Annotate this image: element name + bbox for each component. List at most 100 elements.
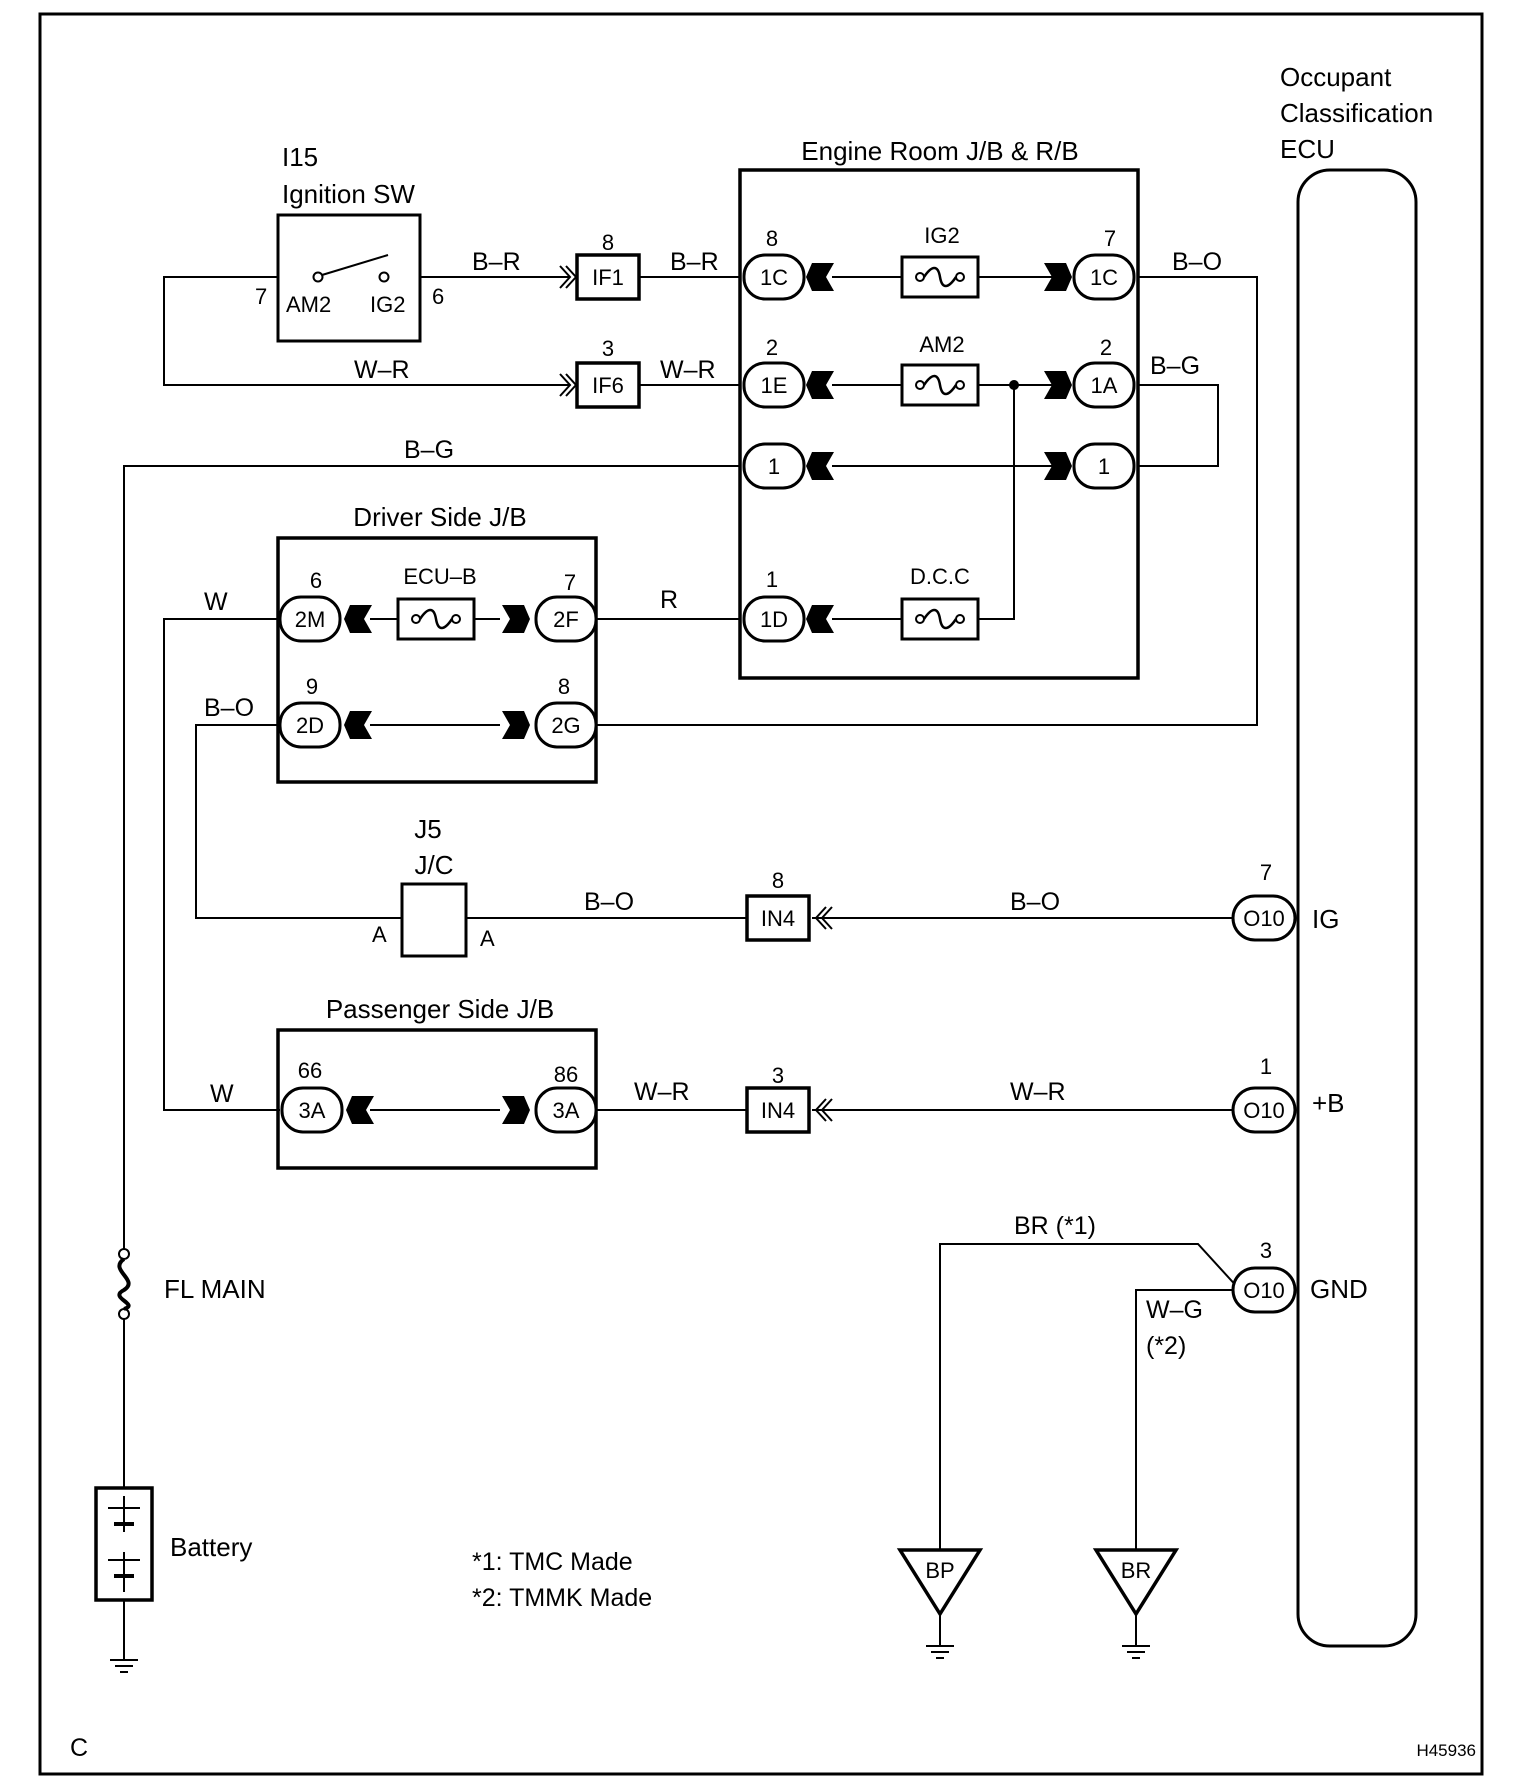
ds-pin-7: 7 bbox=[564, 570, 576, 595]
ps-term-3a-right: 3A bbox=[553, 1098, 580, 1123]
connector-if1-code: IF1 bbox=[592, 265, 624, 290]
wire-label-bo-ig2: B–O bbox=[1172, 248, 1222, 276]
wire-label-wr-ps: W–R bbox=[634, 1078, 690, 1106]
wire-label-bo-jc: B–O bbox=[584, 888, 634, 916]
wire-label-wg-note: (*2) bbox=[1146, 1332, 1186, 1360]
ps-pin-66: 66 bbox=[298, 1058, 322, 1083]
ecu-term-gnd-name: GND bbox=[1310, 1274, 1368, 1304]
driver-side-jb: Driver Side J/B 2M 6 ECU–B 2F 7 2D 9 2G … bbox=[276, 502, 598, 784]
battery-label: Battery bbox=[170, 1532, 252, 1562]
wire-label-w-ps: W bbox=[210, 1080, 234, 1108]
wire-label-bg-main: B–G bbox=[404, 436, 454, 464]
engine-room-jb-title: Engine Room J/B & R/B bbox=[801, 136, 1078, 166]
connector-in4-ig: IN4 8 bbox=[745, 868, 833, 942]
engine-room-jb-box bbox=[738, 168, 1140, 680]
wire-gnd-br bbox=[939, 1243, 1241, 1550]
ground-bp-label: BP bbox=[925, 1558, 954, 1583]
figure-id: H45936 bbox=[1416, 1741, 1476, 1760]
ecu-title-line3: ECU bbox=[1280, 134, 1335, 164]
ignition-switch-box bbox=[276, 213, 422, 343]
ignition-pin-left: 7 bbox=[255, 284, 267, 309]
ground-bp: BP bbox=[896, 1548, 984, 1659]
er-term-1c-right: 1C bbox=[1090, 265, 1118, 290]
battery-ground-icon bbox=[109, 1641, 139, 1673]
fuse-dcc-label: D.C.C bbox=[910, 564, 970, 589]
wire-label-wg-gnd: W–G bbox=[1146, 1296, 1203, 1324]
junction-connector-j5: J5 J/C A A bbox=[372, 814, 495, 958]
connector-if6-code: IF6 bbox=[592, 373, 624, 398]
wire-bg-loop bbox=[1138, 384, 1219, 467]
wire-label-w-ds: W bbox=[204, 588, 228, 616]
ecu-terminal-ig: O10 7 IG bbox=[1231, 860, 1339, 942]
ecu-term-plusb-name: +B bbox=[1312, 1088, 1345, 1118]
ecu-title-line1: Occupant bbox=[1280, 62, 1392, 92]
battery: Battery bbox=[94, 1486, 252, 1673]
ignition-switch: I15 Ignition SW AM2 IG2 7 6 bbox=[164, 142, 444, 343]
notes: *1: TMC Made *2: TMMK Made bbox=[472, 1548, 652, 1612]
ecu-title-line2: Classification bbox=[1280, 98, 1433, 128]
er-term-1a: 1A bbox=[1091, 373, 1118, 398]
wire-w-left bbox=[163, 618, 280, 1111]
ignition-contact-ig2 bbox=[378, 271, 390, 283]
ignition-switch-blade bbox=[321, 254, 389, 276]
ground-bp-icon bbox=[925, 1627, 955, 1659]
er-pin-2-right: 2 bbox=[1100, 335, 1112, 360]
wire-label-bo-ig: B–O bbox=[1010, 888, 1060, 916]
er-pin-2-left: 2 bbox=[766, 335, 778, 360]
fusible-link-fl-main: FL MAIN bbox=[117, 1248, 266, 1320]
ignition-pin-right: 6 bbox=[432, 284, 444, 309]
passenger-side-jb: Passenger Side J/B 3A 66 3A 86 bbox=[276, 994, 598, 1170]
corner-letter: C bbox=[70, 1734, 88, 1762]
wire-bg-main bbox=[123, 465, 740, 1250]
ignition-term-ig2: IG2 bbox=[370, 292, 405, 317]
passenger-side-jb-box bbox=[276, 1028, 598, 1170]
driver-side-jb-box bbox=[276, 536, 598, 784]
ecu-term-gnd-pin: 3 bbox=[1260, 1238, 1272, 1263]
connector-in4-plusb-pin: 3 bbox=[772, 1063, 784, 1088]
junction-dot bbox=[1009, 380, 1019, 390]
jc-box bbox=[400, 882, 468, 958]
ecu-body bbox=[1296, 168, 1418, 1648]
wire-dcc-to-am2 bbox=[978, 385, 1015, 620]
ds-term-2g: 2G bbox=[551, 713, 580, 738]
ps-pin-86: 86 bbox=[554, 1062, 578, 1087]
note-tmmk: *2: TMMK Made bbox=[472, 1584, 652, 1612]
ecu-terminal-plusb: O10 1 +B bbox=[1231, 1054, 1345, 1134]
jc-term-right: A bbox=[480, 926, 495, 951]
wire-label-bo-ds: B–O bbox=[204, 694, 254, 722]
ignition-switch-code: I15 bbox=[282, 142, 318, 172]
wire-label-br-if1: B–R bbox=[670, 248, 719, 276]
passenger-side-jb-title: Passenger Side J/B bbox=[326, 994, 554, 1024]
er-pin-1: 1 bbox=[766, 567, 778, 592]
er-term-1e: 1E bbox=[761, 373, 788, 398]
connector-if6: IF6 3 bbox=[559, 336, 641, 409]
ecu-term-ig-code: O10 bbox=[1243, 906, 1285, 931]
ecu-term-plusb-pin: 1 bbox=[1260, 1054, 1272, 1079]
fuse-am2-label: AM2 bbox=[919, 332, 964, 357]
ecu-term-ig-name: IG bbox=[1312, 904, 1339, 934]
occupant-classification-ecu: Occupant Classification ECU bbox=[1280, 62, 1433, 1648]
ecu-term-ig-pin: 7 bbox=[1260, 860, 1272, 885]
wires bbox=[123, 276, 1258, 1642]
jc-code: J5 bbox=[414, 814, 441, 844]
ds-pin-6: 6 bbox=[310, 568, 322, 593]
wire-label-wr-if6: W–R bbox=[660, 356, 716, 384]
ground-br-label: BR bbox=[1121, 1558, 1152, 1583]
connector-if1: IF1 8 bbox=[559, 230, 641, 301]
wire-label-bg-am2out: B–G bbox=[1150, 352, 1200, 380]
ps-term-3a-left: 3A bbox=[299, 1098, 326, 1123]
engine-room-jb: Engine Room J/B & R/B 1C 8 IG2 1C 7 1E 2… bbox=[738, 136, 1140, 680]
fuse-ig2-label: IG2 bbox=[924, 223, 959, 248]
wire-label-r: R bbox=[660, 586, 678, 614]
ground-br-icon bbox=[1121, 1627, 1151, 1659]
fl-main-label: FL MAIN bbox=[164, 1274, 266, 1304]
ecu-terminal-gnd: O10 3 GND bbox=[1231, 1238, 1368, 1314]
ds-term-2m: 2M bbox=[295, 607, 326, 632]
er-term-1c-left: 1C bbox=[760, 265, 788, 290]
fuse-ecub-label: ECU–B bbox=[403, 564, 476, 589]
wire-label-wr-plusb: W–R bbox=[1010, 1078, 1066, 1106]
connector-if6-pin: 3 bbox=[602, 336, 614, 361]
ds-pin-9: 9 bbox=[306, 674, 318, 699]
wire-color-labels: B–R B–R B–O W–R W–R B–G B–G W R B–O B–O … bbox=[204, 248, 1222, 1360]
